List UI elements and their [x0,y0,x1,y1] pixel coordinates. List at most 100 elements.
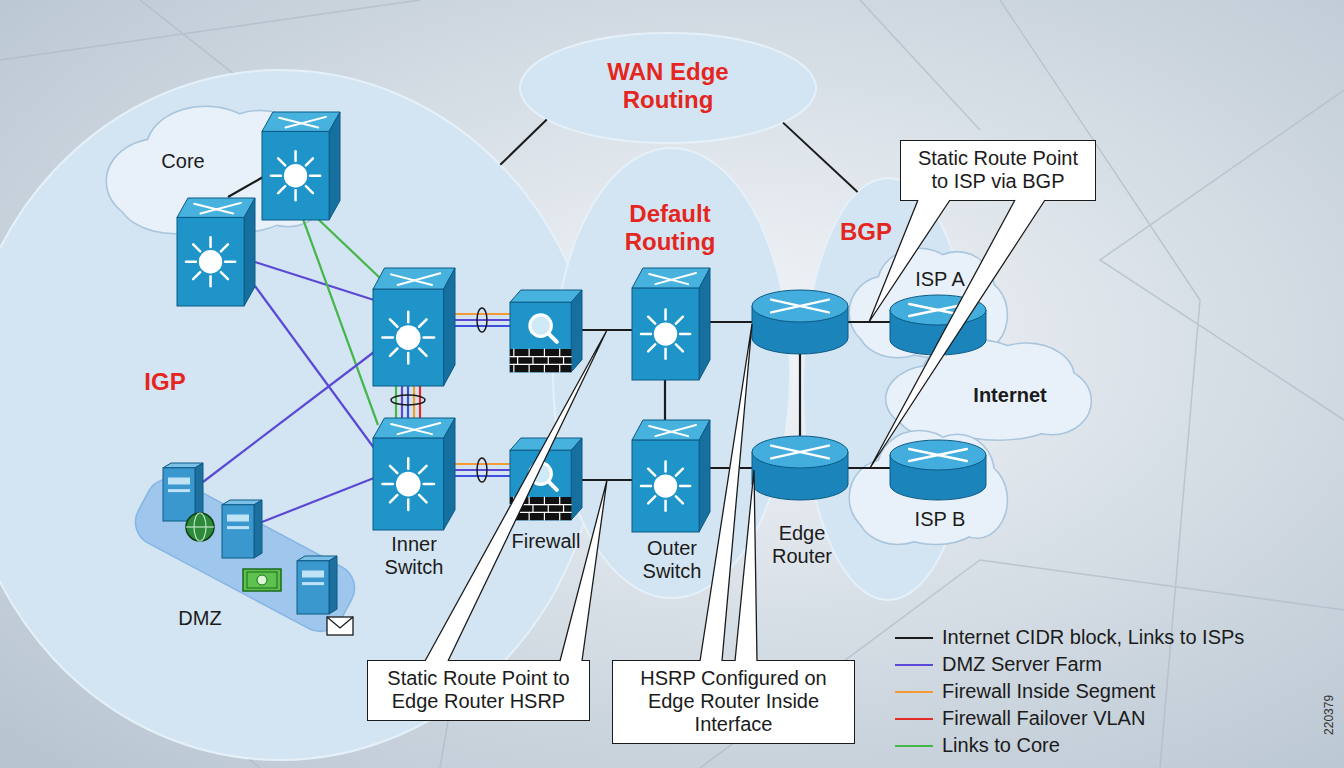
router-arrow [771,446,829,459]
switch-side [329,112,340,220]
switch-hub [396,472,421,497]
label-anchor: 220379 [1302,708,1344,722]
switch-spoke [664,349,667,359]
cloud-fill [850,431,1007,544]
cloud-lobe [858,297,937,357]
envelope-symbol [327,617,353,635]
brick-line [513,497,514,505]
routing-region-text: BGP [834,218,898,246]
switch-side [699,420,710,532]
legend-sample [895,633,935,643]
router-arrow [771,300,829,313]
switch-spoke [186,260,196,263]
server-slot [227,515,249,522]
callout-pointer [700,324,752,661]
link-line [455,475,510,477]
switch-spoke [676,344,683,351]
legend-row: Internet CIDR block, Links to ISPs [895,624,1244,651]
switch-arrow [655,425,696,436]
switch-spoke [419,466,426,473]
globe-meridian [194,513,206,541]
legend-row: DMZ Server Farm [895,651,1244,678]
switch-front [177,217,244,306]
server-side [195,463,203,521]
link-line [401,384,403,422]
label-anchor: Edge Router [762,522,842,568]
firewall-front [510,302,571,372]
switch-arrow [391,274,432,285]
cloud-outline [850,431,1007,544]
link-line [848,321,890,323]
brick-line [513,349,514,357]
link-line [455,319,510,321]
link-line [848,467,890,469]
switch-arrow [194,204,233,214]
core-cloud: Core [100,100,335,240]
brick-line [510,512,571,513]
router-top [890,295,986,325]
callout-box-text: HSRP Configured on Edge Router Inside In… [625,667,842,736]
firewall-front [510,450,571,520]
legend-sample [895,660,935,670]
router-icon [890,440,986,500]
switch-spoke [407,499,410,509]
envelope-flap [327,617,353,628]
callout-pointer [560,480,607,661]
legend-row: Links to Core [895,732,1244,759]
legend-sample-line [895,663,933,665]
cloud-lobe [119,163,232,233]
label-anchor: Inner Switch [374,533,454,579]
money-seal [257,575,267,585]
server-top [222,500,262,505]
link-line [664,380,666,425]
switch-spoke [641,485,651,488]
switch-front [373,289,444,386]
brick-line [510,504,571,505]
link-line [255,286,374,448]
router-body [890,455,986,500]
link-line [710,467,752,469]
figure-number: 220379 [1323,687,1337,743]
server-slot [168,489,190,492]
legend-text: Internet CIDR block, Links to ISPs [942,626,1244,649]
legend-row: Firewall Failover VLAN [895,705,1244,732]
switch-spoke [664,310,667,320]
background-line [0,0,420,60]
callout-box-text: Static Route Point to Edge Router HSRP [380,667,577,713]
callout-pointer-fill [560,480,607,661]
firewall-bricks [510,497,571,520]
switch-front [632,288,699,380]
firewall-top [510,290,582,302]
link-line [203,352,374,482]
cloud-fill [107,107,330,233]
dmz-band-text: DMZ [168,607,232,630]
switch-arrow [279,118,318,128]
switch-top [373,268,455,289]
igp-region: IGPCoreDMZ [0,70,600,760]
link-line [303,219,378,425]
firewall-bricks [510,349,571,372]
callout-box: Static Route Point to Edge Router HSRP [367,660,590,721]
switch-spoke [390,348,397,355]
link-line [228,177,263,197]
switch-spoke [419,495,426,502]
router-top [890,440,986,470]
server-slot [302,571,324,578]
callout-pointer [869,200,950,322]
firewall-side [571,290,582,372]
switch-spoke [221,272,228,279]
switch-spoke [407,458,410,468]
link-line [500,120,546,165]
callout-pointer-fill [700,324,752,661]
server-front [297,561,329,614]
brick-line [517,505,518,513]
switch-spoke [221,244,228,251]
legend-sample-line [895,690,933,692]
switch-spoke [676,496,683,503]
cloud-lobe [858,297,937,357]
cloud-fill [886,341,1090,440]
router-arrow [909,304,967,316]
link-line [455,313,510,315]
switch-spoke [407,353,410,363]
